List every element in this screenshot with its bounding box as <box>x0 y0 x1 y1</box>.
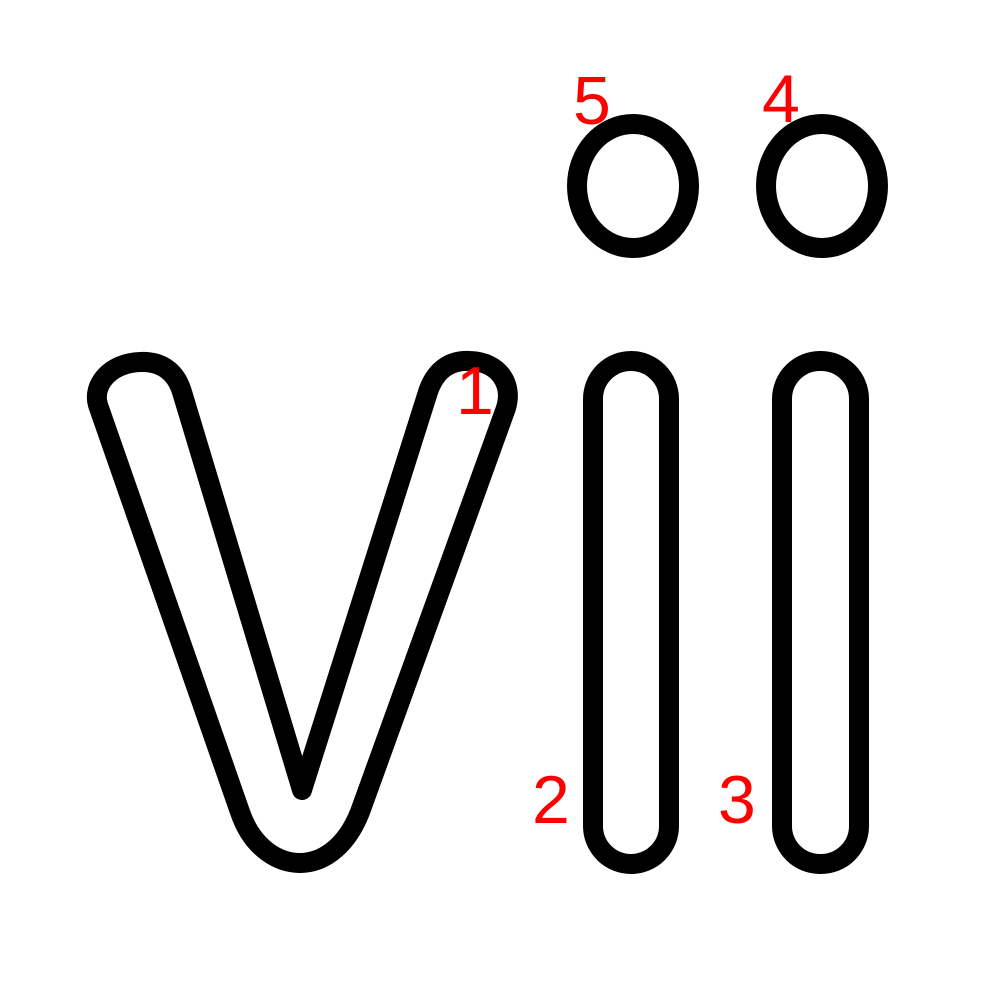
right-dot-outline <box>756 114 888 258</box>
left-dot-outline <box>567 114 699 258</box>
v-outline <box>86 350 518 873</box>
second-stem-outline <box>772 351 869 874</box>
stroke-label-5: 5 <box>573 63 611 139</box>
stroke-label-4: 4 <box>762 61 800 137</box>
stroke-label-1: 1 <box>456 353 494 429</box>
stroke-label-2: 2 <box>532 762 570 838</box>
stroke-label-3: 3 <box>718 762 756 838</box>
first-stem-outline <box>583 351 679 874</box>
